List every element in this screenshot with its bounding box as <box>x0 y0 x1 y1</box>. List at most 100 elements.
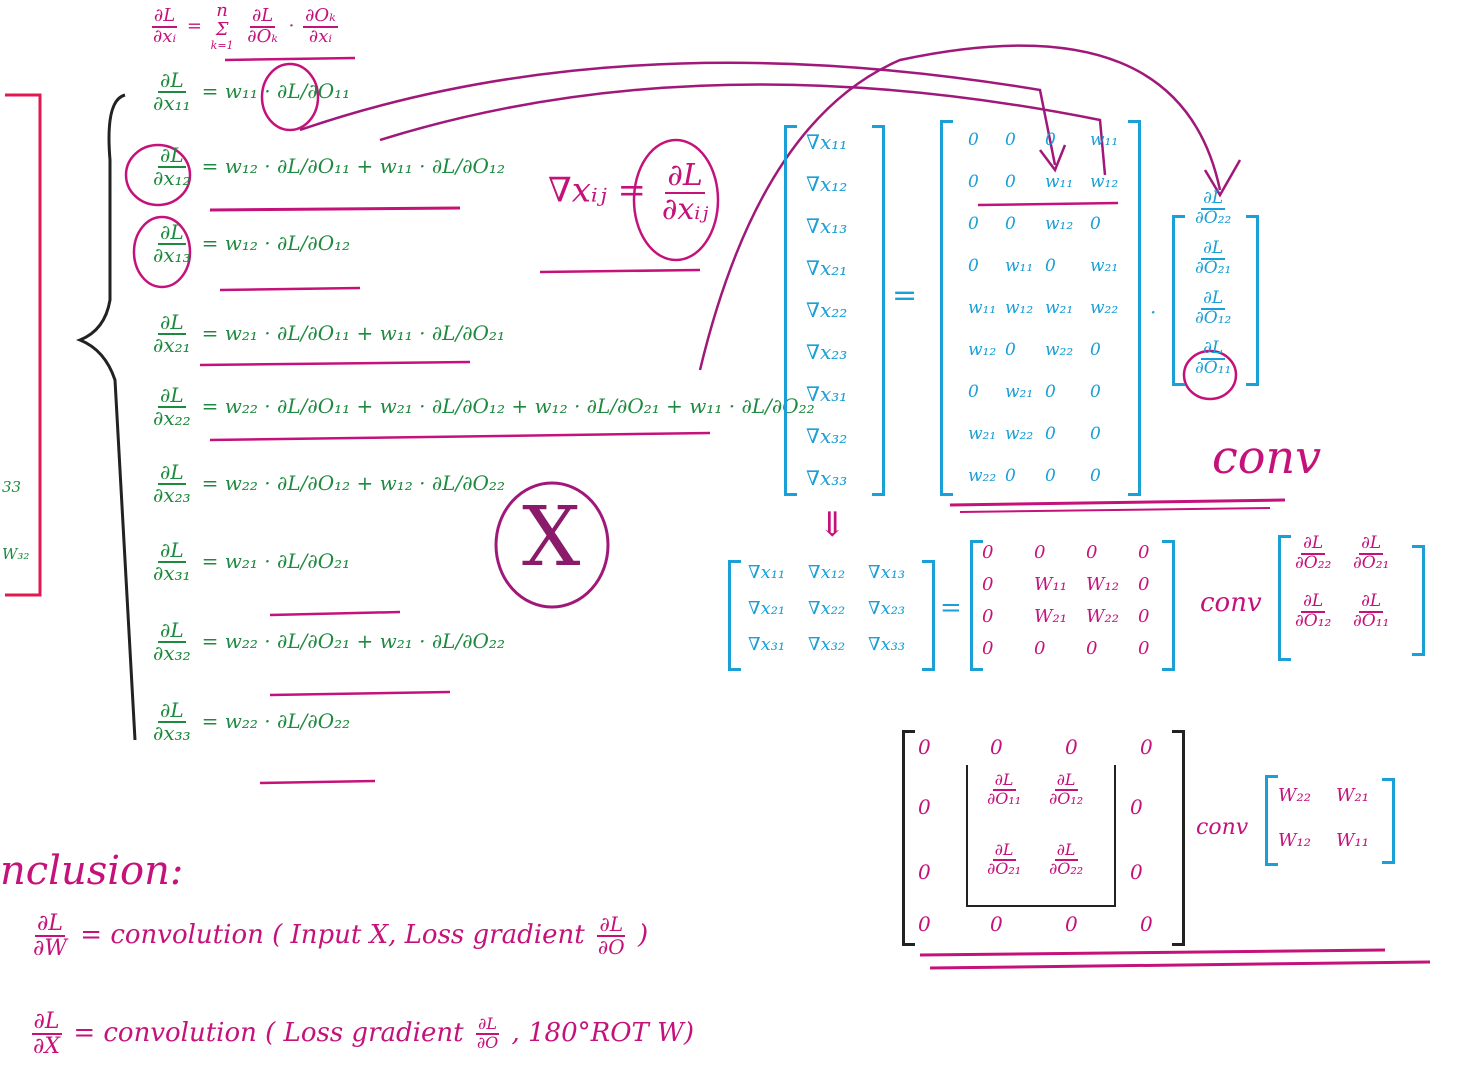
o-matrix-frac: ∂L∂O₂₁ <box>1351 533 1391 573</box>
padded-o-frac: ∂L∂O₂₂ <box>1047 841 1085 878</box>
equation-brace <box>75 93 137 741</box>
padded-w-cell: 0 <box>1034 542 1046 563</box>
padded-w-cell: 0 <box>1138 638 1150 659</box>
equation-lhs: ∂L∂x₁₃ <box>151 222 193 266</box>
equation-row: ∂L∂x₂₂ = w₂₂ · ∂L/∂O₁₁ + w₂₁ · ∂L/∂O₁₂ + … <box>148 385 815 429</box>
o-vector-cell: ∂L∂O₂₂ <box>1190 189 1236 228</box>
w-matrix-cell: 0 <box>1005 340 1016 360</box>
equation-row: ∂L∂x₃₁ = w₂₁ · ∂L/∂O₂₁ <box>148 540 350 584</box>
equation-lhs-den: ∂x₃₁ <box>153 561 191 585</box>
equation-lhs-num: ∂L <box>158 698 186 723</box>
equation-row: ∂L∂x₁₁= w₁₁ · ∂L/∂O₁₁ <box>148 70 350 114</box>
grad-matrix-cell: ∇x₂₁ <box>748 598 786 619</box>
grad-vector-bracket-right <box>872 125 885 496</box>
o-matrix-bracket-left <box>1278 535 1291 661</box>
equation-rhs: = w₂₁ · ∂L/∂O₂₁ <box>201 548 351 573</box>
equation-lhs-den: ∂x₂₃ <box>153 483 191 507</box>
padded-w-cell: 0 <box>982 574 994 595</box>
padded-o-zero: 0 <box>1130 860 1143 884</box>
nabla-definition: ∇xᵢⱼ = ∂L∂xᵢⱼ <box>548 158 709 227</box>
padded-o-inner-box <box>966 765 1116 907</box>
w-matrix-cell: 0 <box>1005 214 1016 234</box>
equation-rhs: = w₂₂ · ∂L/∂O₁₂ + w₁₂ · ∂L/∂O₂₂ <box>201 470 505 495</box>
w-matrix-cell: w₁₁ <box>1005 256 1034 276</box>
w-matrix-cell: w₂₂ <box>1090 298 1119 318</box>
dot-sym: · <box>1150 300 1157 324</box>
grad-vector-cell: ∇x₂₁ <box>806 256 848 280</box>
padded-w-cell: 0 <box>1034 638 1046 659</box>
o-matrix-cell: ∂L∂O₂₁ <box>1348 533 1394 573</box>
padded-o-frac: ∂L∂O₁₁ <box>985 770 1023 808</box>
arrow-x12-to-w <box>379 83 1107 176</box>
o-matrix-frac-num: ∂L <box>1301 533 1326 555</box>
left-edge-fragment-1: 33 <box>2 478 22 496</box>
padded-o-frac-den: ∂O₂₁ <box>987 858 1022 878</box>
padded-o-frac-num: ∂L <box>1054 770 1078 791</box>
grad-matrix-cell: ∇x₂₂ <box>808 598 846 619</box>
equation-lhs-num: ∂L <box>158 68 186 93</box>
equation-lhs: ∂L∂x₂₂ <box>151 385 193 429</box>
padded-o-inner-cell: ∂L∂O₁₁ <box>982 770 1026 808</box>
conv-label-3: conv <box>1196 815 1249 840</box>
grad-vector-cell: ∇x₁₁ <box>806 130 848 154</box>
padded-o-frac-num: ∂L <box>992 770 1016 791</box>
conv-label-1: conv <box>1212 430 1322 484</box>
o-vector-frac-den: ∂O₂₁ <box>1195 257 1232 278</box>
x-mark: X <box>522 490 581 585</box>
w-matrix-cell: w₂₂ <box>968 466 997 486</box>
o-matrix-frac-num: ∂L <box>1359 533 1384 555</box>
equation-lhs-den: ∂x₁₂ <box>153 166 191 190</box>
grad-matrix-cell: ∇x₃₃ <box>868 634 906 655</box>
w-matrix-cell: w₁₂ <box>1005 298 1034 318</box>
grad-vector-cell: ∇x₁₃ <box>806 214 848 238</box>
o-vector-bracket-right <box>1246 215 1259 386</box>
w-matrix-cell: 0 <box>1045 424 1056 444</box>
o-vector-cell: ∂L∂O₁₁ <box>1190 339 1236 378</box>
padded-o-frac-num: ∂L <box>992 840 1016 861</box>
grad-vector-cell: ∇x₃₂ <box>806 424 848 448</box>
grad-matrix-cell: ∇x₁₁ <box>748 562 786 583</box>
circle-x12 <box>124 143 192 207</box>
equation-rhs: = w₂₂ · ∂L/∂O₁₁ + w₂₁ · ∂L/∂O₁₂ + w₁₂ · … <box>201 393 815 418</box>
equation-lhs: ∂L∂x₃₁ <box>151 540 193 584</box>
equals-sign-2: = <box>940 593 962 623</box>
grad-matrix-cell: ∇x₁₃ <box>868 562 906 583</box>
grad-matrix-cell: ∇x₃₁ <box>748 634 786 655</box>
w-matrix-cell: 0 <box>1090 214 1101 234</box>
equation-lhs: ∂L∂x₃₃ <box>151 700 193 744</box>
grad-matrix-bracket-right <box>922 560 935 671</box>
padded-o-bracket-right <box>1172 730 1185 946</box>
padded-o-inner-cell: ∂L∂O₁₂ <box>1044 770 1088 808</box>
equation-lhs-den: ∂x₁₃ <box>153 243 191 267</box>
w-matrix-cell: w₁₂ <box>1090 172 1119 192</box>
equation-rhs: = w₁₁ · ∂L/∂O₁₁ <box>201 78 351 103</box>
grad-vector-cell: ∇x₃₁ <box>806 382 848 406</box>
equation-lhs-num: ∂L <box>158 143 186 168</box>
w-matrix-cell: 0 <box>968 214 979 234</box>
equation-row: ∂L∂x₂₃= w₂₂ · ∂L/∂O₁₂ + w₁₂ · ∂L/∂O₂₂ <box>148 462 505 506</box>
w-matrix-cell: 0 <box>1005 130 1016 150</box>
conclusion-line-1: ∂L∂W = convolution ( Input X, Loss gradi… <box>33 911 649 962</box>
w-matrix-cell: 0 <box>1005 172 1016 192</box>
padded-o-zero: 0 <box>990 912 1003 936</box>
grad-matrix-cell: ∇x₃₂ <box>808 634 846 655</box>
o-vector-frac-den: ∂O₁₂ <box>1195 307 1232 328</box>
w-matrix-cell: 0 <box>1045 466 1056 486</box>
o-vector-cell: ∂L∂O₂₁ <box>1190 239 1236 278</box>
arrow-o11-to-w <box>299 61 1057 166</box>
equation-lhs-den: ∂x₃₂ <box>153 641 191 665</box>
padded-o-inner-cell: ∂L∂O₂₂ <box>1044 841 1088 878</box>
equation-row: ∂L∂x₁₂= w₁₂ · ∂L/∂O₁₁ + w₁₁ · ∂L/∂O₁₂ <box>148 145 505 189</box>
equation-lhs-den: ∂x₃₃ <box>153 721 191 745</box>
padded-w-cell: 0 <box>982 542 994 563</box>
w-matrix-cell: 0 <box>1090 340 1101 360</box>
w-matrix-cell: 0 <box>1090 424 1101 444</box>
w-matrix-cell: w₁₁ <box>1090 130 1119 150</box>
equation-lhs-num: ∂L <box>158 383 186 408</box>
padded-o-zero: 0 <box>1130 795 1143 819</box>
w-matrix-cell: 0 <box>1045 130 1056 150</box>
w-matrix-cell: w₂₁ <box>1005 382 1034 402</box>
padded-o-zero: 0 <box>990 735 1003 759</box>
o-matrix-frac-num: ∂L <box>1359 591 1384 613</box>
